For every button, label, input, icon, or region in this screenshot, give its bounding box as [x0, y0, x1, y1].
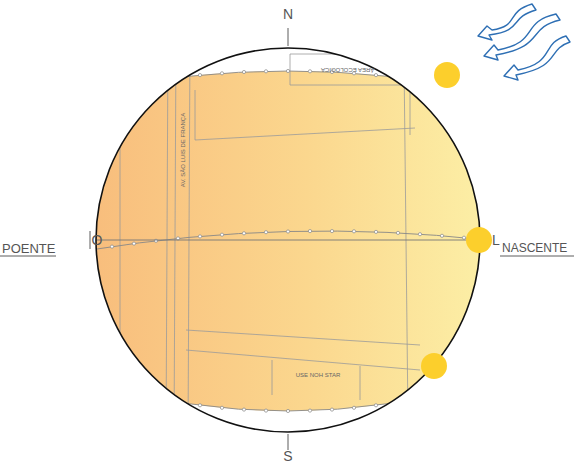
path-dot	[132, 392, 135, 395]
sun-winter	[421, 353, 447, 379]
path-dot	[396, 231, 399, 234]
north-tick	[288, 28, 289, 46]
compass-west: O	[92, 233, 103, 247]
path-dot	[242, 232, 245, 235]
sun-path-line	[90, 71, 486, 411]
sun-band	[90, 71, 486, 411]
path-dot	[418, 79, 421, 82]
path-dot	[198, 74, 201, 77]
path-dot	[132, 82, 135, 85]
path-dot	[110, 245, 113, 248]
plan-note: ÁREA ECOLÓGICA	[321, 67, 374, 73]
path-dot	[220, 72, 223, 75]
path-dot	[176, 76, 179, 79]
path-dot	[308, 70, 311, 73]
path-dot	[286, 69, 289, 72]
path-dot	[418, 397, 421, 400]
path-dot	[242, 408, 245, 411]
path-dot	[264, 231, 267, 234]
path-dot	[308, 409, 311, 412]
path-dot	[462, 86, 465, 89]
path-dot	[308, 230, 311, 233]
compass-north: N	[283, 7, 293, 21]
path-dot	[352, 230, 355, 233]
path-dot	[242, 70, 245, 73]
path-dot	[220, 233, 223, 236]
path-dot	[352, 406, 355, 409]
path-dot	[220, 406, 223, 409]
path-dot	[286, 409, 289, 412]
east-underline	[500, 256, 574, 257]
path-dot	[462, 236, 465, 239]
path-dot	[132, 242, 135, 245]
sun-summer	[434, 62, 460, 88]
west-tick	[90, 231, 91, 249]
compass-east: L	[492, 233, 500, 247]
horizon-circle	[96, 48, 480, 432]
path-dot	[396, 76, 399, 79]
south-tick	[288, 434, 289, 450]
sun-equinox	[466, 227, 492, 253]
wind-arrows	[478, 4, 570, 80]
west-underline	[0, 256, 56, 257]
path-dot	[264, 409, 267, 412]
path-dot	[176, 237, 179, 240]
compass-south: S	[283, 449, 292, 463]
path-dot	[418, 233, 421, 236]
path-dot	[198, 404, 201, 407]
path-dot	[396, 400, 399, 403]
path-dot	[154, 79, 157, 82]
path-dot	[374, 404, 377, 407]
path-dot	[286, 230, 289, 233]
path-dot	[440, 234, 443, 237]
east-west-axis	[96, 240, 480, 241]
path-dots	[110, 69, 465, 412]
path-dot	[264, 70, 267, 73]
path-dot	[330, 408, 333, 411]
path-dot	[374, 74, 377, 77]
path-dot	[110, 387, 113, 390]
path-dot	[110, 86, 113, 89]
street-name: AV. SÃO LUIS DE FRANÇA	[180, 113, 186, 187]
path-dot	[462, 387, 465, 390]
direction-label: POENTE	[2, 242, 55, 255]
path-dot	[440, 392, 443, 395]
direction-label: NASCENTE	[502, 242, 567, 254]
plan-note: USE NOH STAR	[296, 372, 341, 378]
path-dot	[198, 235, 201, 238]
path-dot	[154, 397, 157, 400]
path-dot	[374, 230, 377, 233]
path-dot	[330, 230, 333, 233]
path-dot	[176, 400, 179, 403]
